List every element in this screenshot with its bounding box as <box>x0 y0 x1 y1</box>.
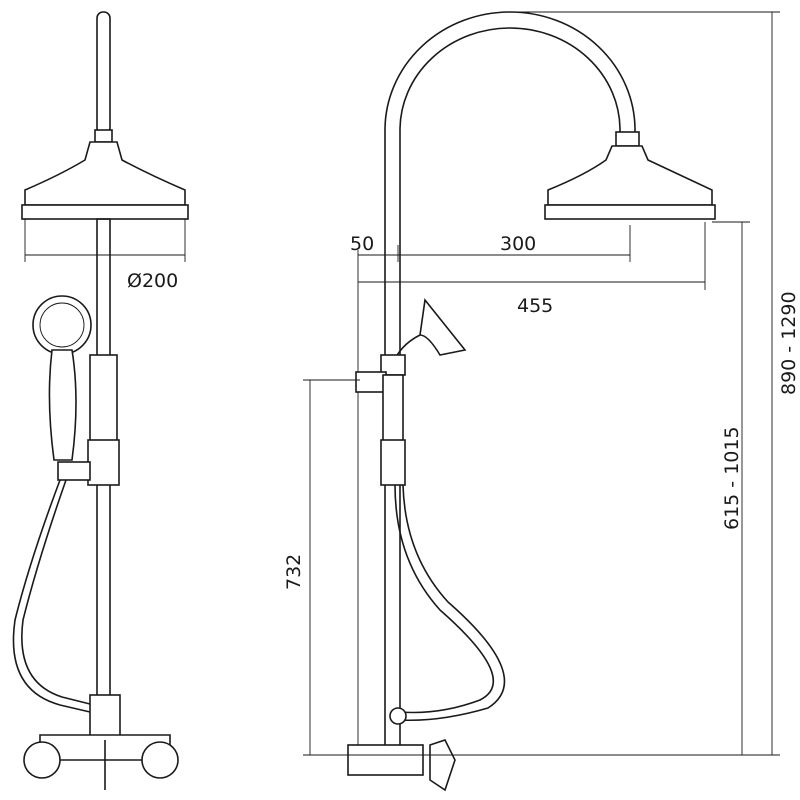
side-sleeve <box>382 374 404 446</box>
diameter-label: Ø200 <box>127 270 178 292</box>
side-shower-head <box>547 145 713 206</box>
offset-label: 50 <box>350 233 374 255</box>
side-hose <box>394 484 495 714</box>
side-slider <box>380 439 406 486</box>
head-height-label: 615 - 1015 <box>721 426 743 530</box>
handshower-height-label: 732 <box>283 554 305 590</box>
mixer-body <box>89 694 121 741</box>
shower-head-rim <box>21 204 189 220</box>
riser-arc-inner <box>399 27 621 760</box>
side-shower-rim <box>544 204 716 220</box>
pipe-nut <box>94 129 113 143</box>
reach-label: 455 <box>517 295 553 317</box>
side-holder-knob <box>355 371 387 393</box>
shower-head-dome <box>24 141 186 206</box>
left-tap <box>23 741 61 779</box>
riser-arc-outer <box>384 11 636 760</box>
side-mixer <box>347 744 424 776</box>
holder-arm <box>57 461 91 481</box>
total-height-label: 890 - 1290 <box>778 291 800 395</box>
top-pipe <box>96 11 111 135</box>
hand-shower-head <box>32 295 92 355</box>
hose <box>12 479 91 713</box>
hand-shower-handle <box>48 349 77 461</box>
side-tap <box>429 739 456 792</box>
hose-connector <box>389 707 407 725</box>
side-hand-shower <box>419 298 467 356</box>
slider-bracket <box>87 439 120 486</box>
side-view: 50 300 455 732 615 - 1015 890 - 1290 <box>283 11 800 792</box>
slide-bar-sleeve <box>89 354 118 446</box>
right-tap <box>141 741 179 779</box>
arm-nut <box>615 131 640 147</box>
arm-label: 300 <box>500 233 536 255</box>
front-view: Ø200 <box>12 11 189 790</box>
